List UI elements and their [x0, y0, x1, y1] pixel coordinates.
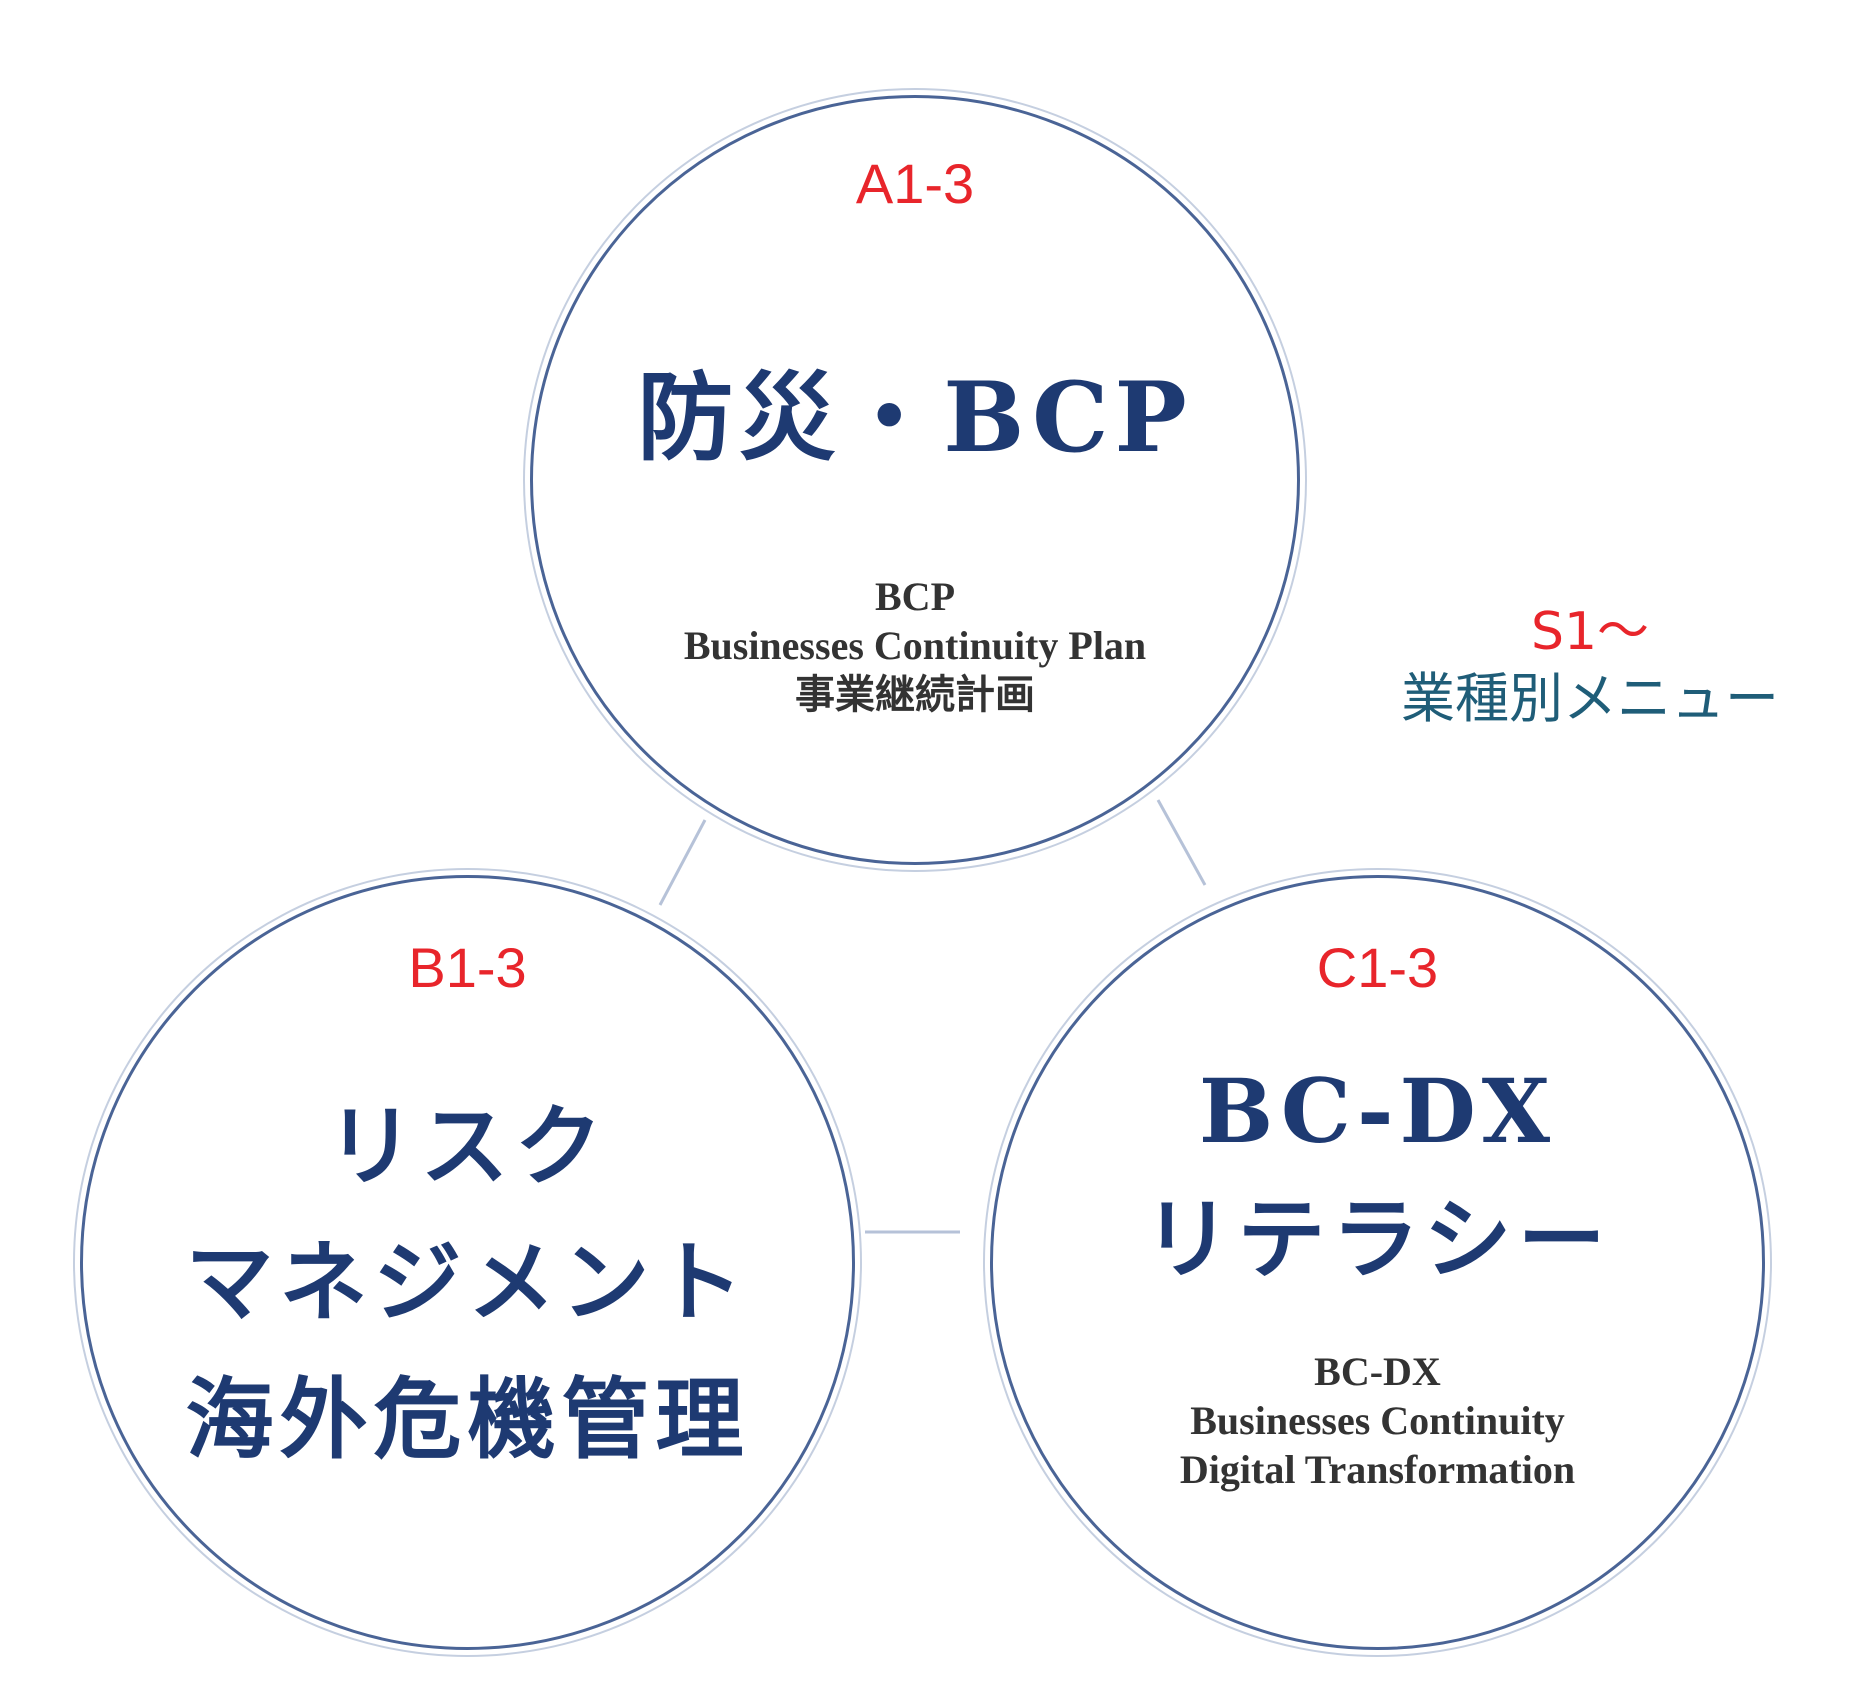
- circle-bcp-code: A1-3: [855, 152, 975, 215]
- circle-bc-dx-title: BC-DX リテラシー: [993, 1048, 1762, 1303]
- circle-bcp-title: 防災・BCP: [533, 361, 1297, 474]
- circle-risk-management-title-line-2: マネジメント: [185, 1230, 750, 1335]
- circle-bc-dx-subtitle-line-2: Businesses Continuity: [1190, 1397, 1565, 1443]
- circle-risk-management[interactable]: B1-3 リスク マネジメント 海外危機管理: [80, 875, 855, 1650]
- circle-bcp-subtitle: BCP Businesses Continuity Plan 事業継続計画: [533, 573, 1297, 719]
- circle-bc-dx-subtitle-line-1: BC-DX: [1314, 1349, 1441, 1394]
- industry-menu-label: 業種別メニュー: [1401, 667, 1779, 730]
- circle-risk-management-code: B1-3: [408, 936, 527, 999]
- circle-bc-dx[interactable]: C1-3 BC-DX リテラシー BC-DX Businesses Contin…: [990, 875, 1765, 1650]
- circle-bc-dx-title-line-1: BC-DX: [1198, 1059, 1557, 1163]
- industry-menu-note[interactable]: S1～ 業種別メニュー: [1340, 600, 1840, 733]
- circle-bcp-subtitle-line-1: BCP: [875, 574, 955, 619]
- industry-menu-code: S1～: [1530, 602, 1650, 662]
- circle-bc-dx-title-line-2: リテラシー: [1143, 1186, 1612, 1291]
- circle-bc-dx-code: C1-3: [1316, 936, 1439, 999]
- circle-risk-management-title: リスク マネジメント 海外危機管理: [83, 1078, 852, 1487]
- connector-top-left: [658, 819, 707, 906]
- circle-risk-management-title-line-1: リスク: [326, 1094, 609, 1198]
- circle-bcp-subtitle-line-3: 事業継続計画: [795, 671, 1035, 717]
- circle-bcp-subtitle-line-2: Businesses Continuity Plan: [683, 622, 1147, 668]
- circle-bc-dx-subtitle: BC-DX Businesses Continuity Digital Tran…: [993, 1348, 1762, 1494]
- circle-risk-management-title-line-3: 海外危機管理: [185, 1366, 750, 1471]
- circle-bcp-title-line: 防災・BCP: [637, 361, 1193, 474]
- connector-top-right: [1156, 799, 1207, 886]
- circle-bcp[interactable]: A1-3 防災・BCP BCP Businesses Continuity Pl…: [530, 95, 1300, 865]
- circle-bc-dx-subtitle-line-3: Digital Transformation: [1179, 1446, 1576, 1492]
